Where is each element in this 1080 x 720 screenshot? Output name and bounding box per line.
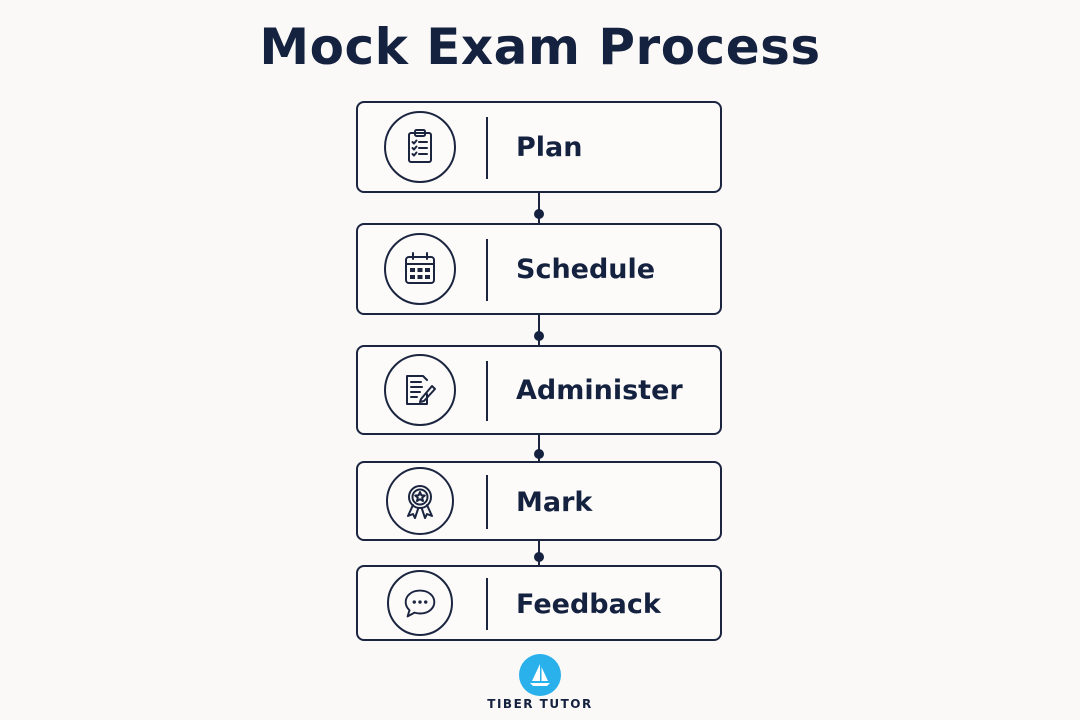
step-label: Mark: [516, 487, 593, 518]
step-label: Administer: [516, 375, 683, 406]
page-title: Mock Exam Process: [259, 18, 821, 76]
document-pencil-icon: [384, 354, 456, 426]
step-plan: Plan: [356, 101, 722, 193]
chat-bubble-icon: [387, 570, 453, 636]
step-divider: [486, 578, 488, 630]
step-divider: [486, 475, 488, 529]
step-feedback: Feedback: [356, 565, 722, 641]
step-divider: [486, 239, 488, 301]
connector-dot: [534, 552, 544, 562]
calendar-icon: [384, 233, 456, 305]
connector-dot: [534, 209, 544, 219]
sailboat-icon: [519, 654, 561, 696]
award-badge-star-icon: [386, 467, 454, 535]
step-divider: [486, 117, 488, 179]
step-schedule: Schedule: [356, 223, 722, 315]
brand-name: TIBER TUTOR: [487, 697, 593, 711]
connector-dot: [534, 449, 544, 459]
step-mark: Mark: [356, 461, 722, 541]
step-label: Feedback: [516, 589, 661, 620]
connector-line: [538, 434, 540, 462]
connector-line: [538, 192, 540, 224]
connector-line: [538, 314, 540, 346]
step-divider: [486, 361, 488, 421]
step-label: Plan: [516, 132, 583, 163]
connector-dot: [534, 331, 544, 341]
step-administer: Administer: [356, 345, 722, 435]
step-label: Schedule: [516, 254, 656, 285]
clipboard-checklist-icon: [384, 111, 456, 183]
